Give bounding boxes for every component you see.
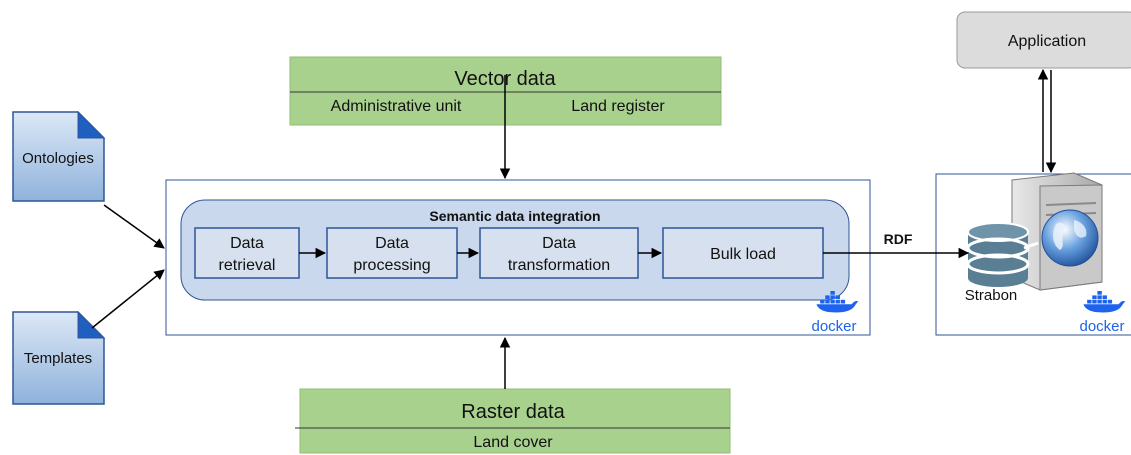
svg-text:retrieval: retrieval — [219, 257, 276, 274]
vector-data-land-register: Land register — [571, 98, 665, 115]
docker-logo-right: docker — [1079, 291, 1126, 335]
svg-text:Data: Data — [230, 235, 264, 252]
svg-text:docker: docker — [1079, 318, 1124, 335]
database-icon — [966, 222, 1039, 287]
svg-text:Data: Data — [375, 235, 409, 252]
ontologies-label: Ontologies — [22, 150, 94, 167]
globe-icon — [1041, 209, 1099, 267]
svg-text:processing: processing — [353, 257, 430, 274]
raster-data-block: Raster data Land cover — [295, 388, 731, 454]
ontologies-document: Ontologies — [12, 110, 106, 202]
step-data-retrieval: Data retrieval — [194, 227, 300, 279]
step-bulk-load: Bulk load — [662, 227, 824, 279]
svg-text:Data: Data — [542, 235, 576, 252]
svg-text:Bulk load: Bulk load — [710, 246, 776, 263]
arrow-templates-to-integration — [91, 269, 165, 329]
strabon-label: Strabon — [965, 287, 1018, 304]
application-label: Application — [1008, 33, 1086, 50]
pipeline-title: Semantic data integration — [429, 208, 600, 224]
application-block: Application — [956, 11, 1131, 69]
vector-data-admin-unit: Administrative unit — [331, 98, 462, 115]
step-data-processing: Data processing — [326, 227, 458, 279]
raster-data-title: Raster data — [461, 401, 565, 423]
rdf-label: RDF — [884, 231, 913, 247]
svg-text:transformation: transformation — [508, 257, 610, 274]
raster-data-land-cover: Land cover — [473, 434, 553, 451]
templates-label: Templates — [24, 350, 92, 367]
integration-container: Semantic data integration Data retrieval… — [165, 179, 871, 336]
templates-document: Templates — [12, 310, 106, 405]
svg-text:docker: docker — [811, 318, 856, 335]
strabon-container: Strabon docker — [935, 172, 1131, 336]
arrow-ontologies-to-integration — [103, 204, 165, 249]
docker-logo-left: docker — [811, 291, 859, 335]
step-data-transformation: Data transformation — [479, 227, 639, 279]
